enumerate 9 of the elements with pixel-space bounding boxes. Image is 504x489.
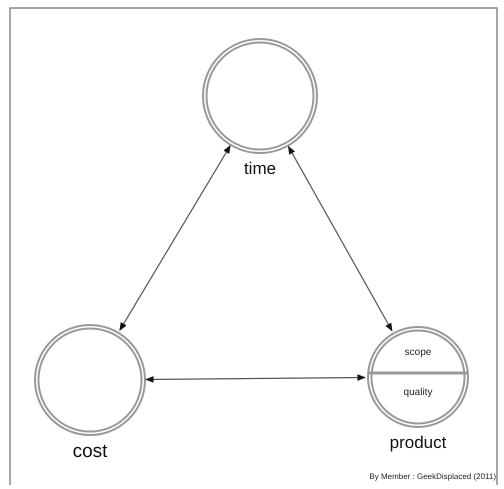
double-arrow [145, 374, 366, 383]
section-label: scope [404, 346, 432, 358]
node-label: cost [72, 441, 108, 463]
node-label: time [242, 159, 278, 179]
node-label: product [388, 433, 448, 453]
double-arrow [288, 146, 393, 332]
double-arrow [119, 145, 231, 331]
credit-text: By Member : GeekDisplaced (2011) [369, 472, 496, 481]
section-label: quality [402, 387, 434, 398]
